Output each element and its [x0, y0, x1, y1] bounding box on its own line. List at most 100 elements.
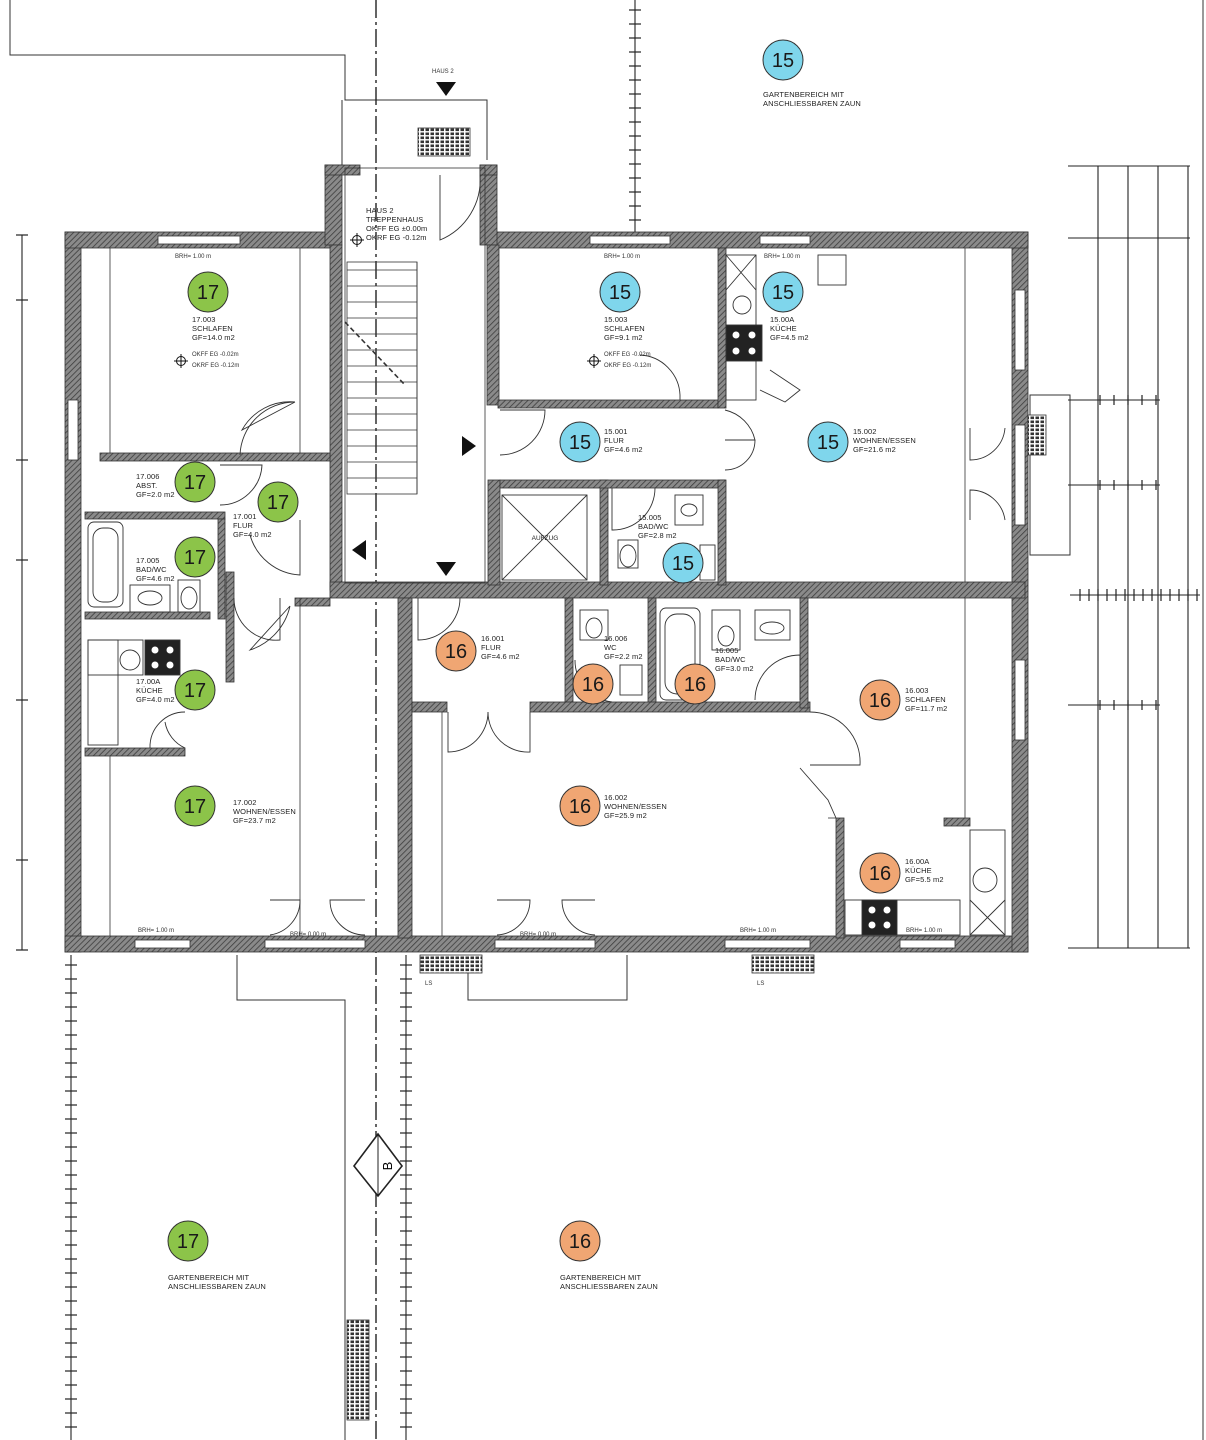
room-label-line: GF=4.6 m2: [481, 652, 520, 661]
unit-badge-number: 15: [772, 50, 794, 72]
room-label-line: KÜCHE: [905, 866, 932, 875]
room-label-line: GF=4.5 m2: [770, 333, 809, 342]
unit-badge-circle: [187, 271, 229, 313]
unit-badge-circle: [174, 669, 216, 711]
level-label: OKRF EG -0.12m: [604, 363, 651, 369]
fixtures: [87, 254, 1006, 936]
ls-label: LS: [757, 981, 764, 987]
unit-badge-circle: [257, 481, 299, 523]
room-label-line: GF=21.6 m2: [853, 445, 896, 454]
unit-badge-circle: [859, 679, 901, 721]
room-label-line: GF=4.0 m2: [233, 530, 272, 539]
haus2-label: HAUS 2: [432, 69, 454, 75]
room-label-line: GF=4.6 m2: [604, 445, 643, 454]
room-label-line: WOHNEN/ESSEN: [233, 807, 296, 816]
room-label-line: 17.001: [233, 512, 257, 521]
room-label-line: HAUS 2: [366, 206, 394, 215]
unit-badge-u16-kuche: 16: [859, 852, 901, 894]
staircase: [344, 261, 418, 495]
room-label-line: GF=2.0 m2: [136, 490, 175, 499]
unit-badge-number: 15: [609, 282, 631, 304]
room-label-line: GF=4.6 m2: [136, 574, 175, 583]
room-label-line: 15.00A: [770, 315, 794, 324]
room-label-line: SCHLAFEN: [604, 324, 645, 333]
brh-label: BRH= 1.00 m: [906, 928, 942, 934]
room-label-line: OKFF EG ±0.00m: [366, 224, 427, 233]
unit-badge-circle: [167, 1220, 209, 1262]
room-label-line: ANSCHLIESSBAREN ZAUN: [168, 1282, 266, 1291]
unit-badge-number: 17: [184, 796, 206, 818]
unit-badge-u17-kuche: 17: [174, 669, 216, 711]
room-label-line: GF=23.7 m2: [233, 816, 276, 825]
room-label-line: GF=5.5 m2: [905, 875, 944, 884]
room-label-line: 16.005: [715, 646, 739, 655]
unit-badge-u17-bad: 17: [174, 536, 216, 578]
unit-badge-u17-flur: 17: [257, 481, 299, 523]
unit-badge-circle: [174, 536, 216, 578]
room-label-line: WOHNEN/ESSEN: [604, 802, 667, 811]
room-label-line: GARTENBEREICH MIT: [168, 1273, 249, 1282]
unit-badge-u16-flur: 16: [435, 630, 477, 672]
annotations: HAUS 2 BRH= 1.00 m BRH= 1.00 m BRH= 1.00…: [138, 69, 942, 987]
unit-badge-number: 15: [817, 432, 839, 454]
room-label-line: KÜCHE: [136, 686, 163, 695]
room-label-line: SCHLAFEN: [905, 695, 946, 704]
room-label-line: KÜCHE: [770, 324, 797, 333]
section-marker: B: [352, 1132, 404, 1198]
room-label-line: GARTENBEREICH MIT: [763, 90, 844, 99]
level-markers: [174, 233, 601, 368]
unit-badge-number: 17: [184, 680, 206, 702]
unit-badge-circle: [174, 785, 216, 827]
room-label-line: FLUR: [604, 436, 624, 445]
ls-label: LS: [425, 981, 432, 987]
markers: [352, 82, 476, 576]
room-label-line: OKRF EG -0.12m: [366, 233, 427, 242]
unit-badge-circle: [674, 663, 716, 705]
unit-badge-number: 16: [445, 641, 467, 663]
unit-badge-u16-garden: 16: [559, 1220, 601, 1262]
brh-label: BRH= 0.00 m: [290, 932, 326, 938]
unit-badge-number: 15: [772, 282, 794, 304]
room-label-line: BAD/WC: [136, 565, 167, 574]
unit-badge-number: 17: [177, 1231, 199, 1253]
unit-badge-number: 16: [569, 796, 591, 818]
light-shafts: [346, 127, 1047, 1421]
unit-badge-u17-schlafen: 17: [187, 271, 229, 313]
brh-label: BRH= 1.00 m: [138, 928, 174, 934]
room-label-line: 16.00A: [905, 857, 929, 866]
room-label-line: GF=14.0 m2: [192, 333, 235, 342]
brh-label: BRH= 1.00 m: [740, 928, 776, 934]
room-label-line: GF=2.8 m2: [638, 531, 677, 540]
unit-badge-circle: [559, 785, 601, 827]
room-label-line: ANSCHLIESSBAREN ZAUN: [763, 99, 861, 108]
dimension-chains: [21, 0, 1200, 1440]
room-label-line: GF=9.1 m2: [604, 333, 643, 342]
unit-badge-number: 16: [582, 674, 604, 696]
unit-badge-u16-schlafen: 16: [859, 679, 901, 721]
room-label-line: GF=3.0 m2: [715, 664, 754, 673]
unit-badge-number: 16: [869, 690, 891, 712]
room-label-line: 15.002: [853, 427, 877, 436]
unit-badge-u17-abst: 17: [174, 461, 216, 503]
room-label-line: 16.006: [604, 634, 628, 643]
unit-badge-circle: [762, 271, 804, 313]
room-label-line: GF=2.2 m2: [604, 652, 643, 661]
unit-badge-u15-schlafen: 15: [599, 271, 641, 313]
